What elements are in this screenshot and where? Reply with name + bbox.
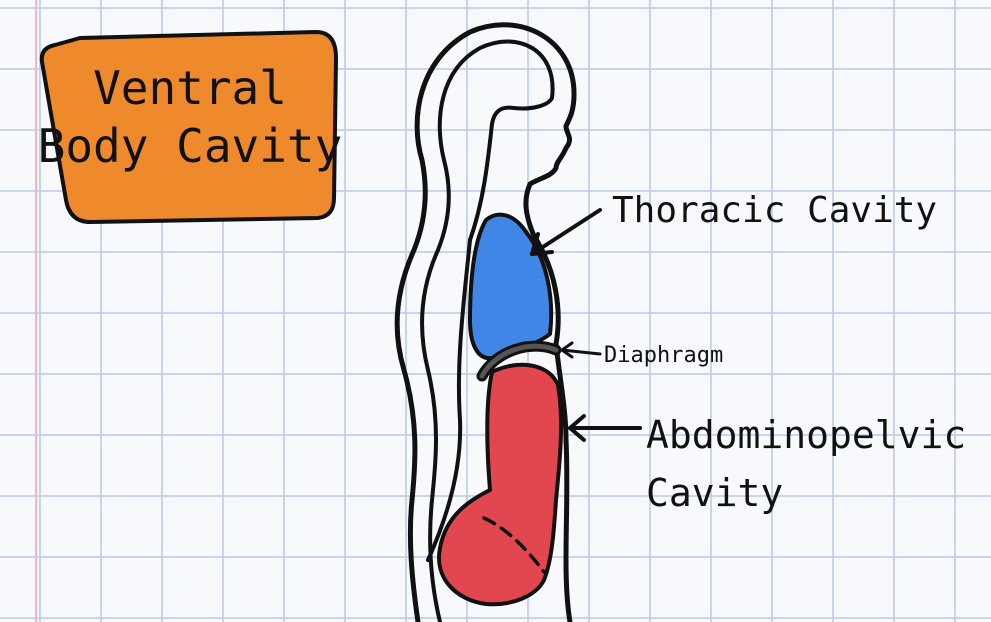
pelvic-divider-dashed: [482, 516, 546, 574]
title-line-2: Body Cavity: [38, 119, 343, 173]
diaphragm-label: Diaphragm: [604, 343, 723, 368]
abdominopelvic-label-line-2: Cavity: [646, 471, 783, 515]
body-silhouette: [394, 22, 577, 622]
body-inner-outline: [420, 39, 555, 622]
diaphragm-arrow: [560, 348, 602, 356]
body-outer-outline: [394, 22, 577, 622]
thoracic-arrow: [530, 208, 602, 256]
title-box: Ventral Body Cavity: [38, 30, 343, 224]
spine-line: [426, 238, 472, 562]
abdominopelvic-label-line-1: Abdominopelvic: [646, 413, 966, 457]
abdominopelvic-cavity: [437, 362, 564, 607]
title-line-1: Ventral: [93, 61, 287, 115]
thoracic-cavity-label: Thoracic Cavity: [612, 190, 937, 231]
label-arrows: [530, 208, 642, 442]
